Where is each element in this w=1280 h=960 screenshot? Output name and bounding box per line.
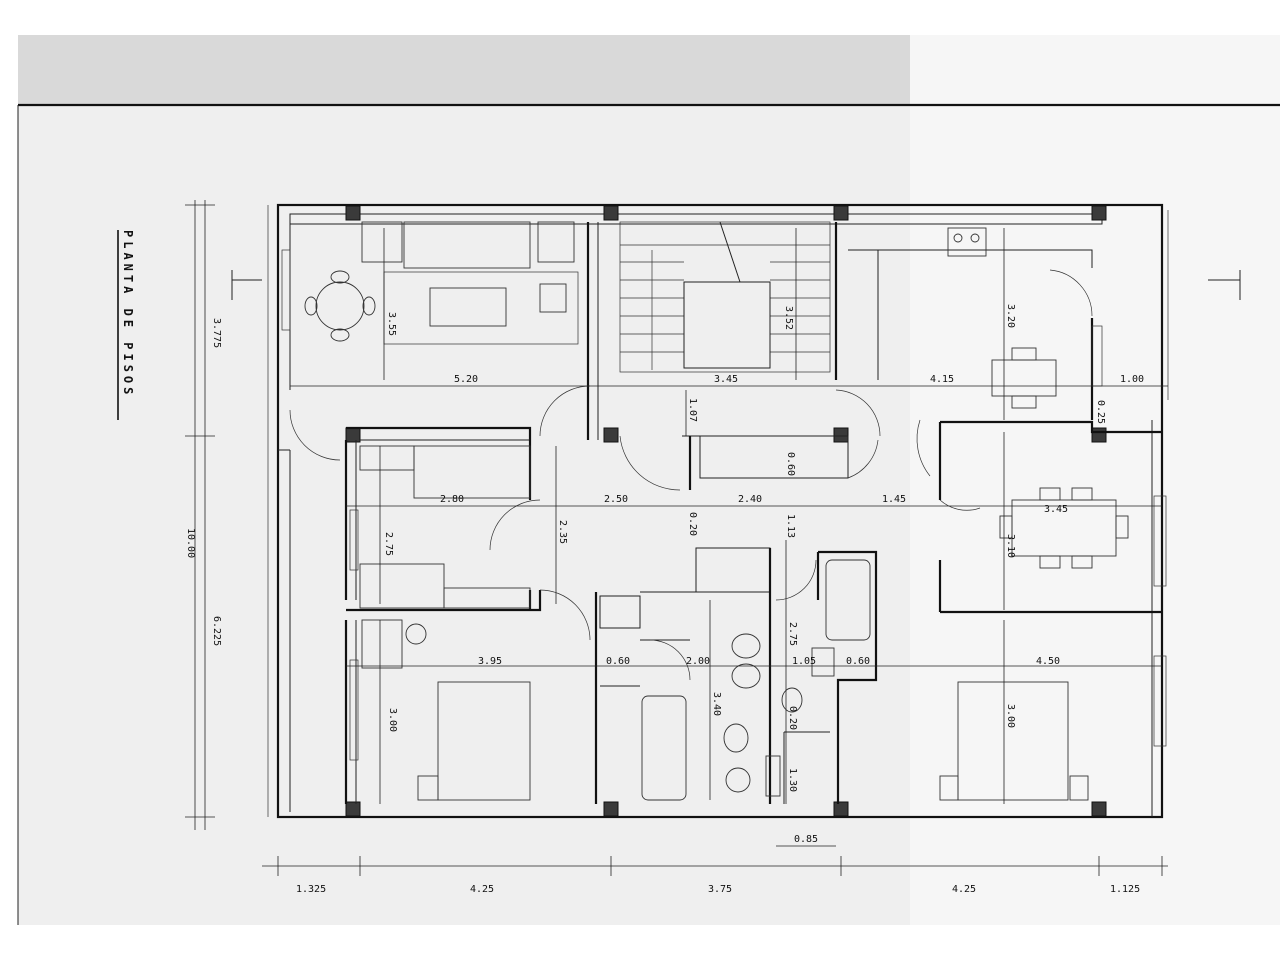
- dim-bath-d: 0.60: [846, 656, 870, 667]
- dim-bath-g: 1.30: [787, 768, 798, 792]
- dim-corr-a: 2.50: [604, 494, 628, 505]
- dim-bath-b: 2.00: [686, 656, 710, 667]
- dim-left-total: 10.00: [185, 528, 196, 558]
- dim-corr-d: 0.20: [687, 512, 698, 536]
- dim-bed3-w: 4.50: [1036, 656, 1060, 667]
- plan-title: PLANTA DE PISOS: [117, 230, 135, 420]
- dim-bottom-5: 1.125: [1110, 884, 1140, 895]
- dim-bath-c: 1.05: [792, 656, 816, 667]
- dimension-labels: 3.775 10.00 6.225 1.325 4.25 3.75 4.25 1…: [185, 304, 1144, 895]
- dim-bath-a: 0.60: [606, 656, 630, 667]
- dim-kitchen-w: 4.15: [930, 374, 954, 385]
- dim-corr-e: 1.13: [785, 514, 796, 538]
- door-swings: [289, 269, 1093, 681]
- outer-walls: [267, 203, 1169, 819]
- dim-bed2-w: 3.95: [478, 656, 502, 667]
- dim-dining-w: 3.45: [1044, 504, 1068, 515]
- dim-kitchen-h: 3.20: [1005, 304, 1016, 328]
- dim-bath-f: 0.20: [787, 706, 798, 730]
- dim-bottom-4: 4.25: [952, 884, 976, 895]
- staircase: [619, 221, 831, 373]
- section-marker-right: [1208, 270, 1241, 300]
- dim-bed1-h: 2.75: [383, 532, 394, 556]
- dim-corr-b: 2.40: [738, 494, 762, 505]
- dim-left-1: 3.775: [211, 318, 222, 348]
- dim-bottom-3: 3.75: [708, 884, 732, 895]
- dim-bottom-1: 1.325: [296, 884, 326, 895]
- dimension-lines: [185, 200, 1168, 876]
- dim-left-2: 6.225: [211, 616, 222, 646]
- dim-stair-w: 3.45: [714, 374, 738, 385]
- dim-corr-h: 2.35: [557, 520, 568, 544]
- dim-living-h: 3.55: [386, 312, 397, 336]
- dim-hall-a: 1.07: [687, 398, 698, 422]
- dim-bottom-2: 4.25: [470, 884, 494, 895]
- dim-bath-h: 2.75: [787, 622, 798, 646]
- dim-stair-h: 3.52: [783, 306, 794, 330]
- dim-bed3-h: 3.00: [1005, 704, 1016, 728]
- dim-kitchen-side: 1.00: [1120, 374, 1144, 385]
- dim-bed2-h: 3.00: [387, 708, 398, 732]
- dim-dining-h: 3.10: [1005, 534, 1016, 558]
- dim-bottom-small: 0.85: [794, 834, 818, 845]
- dim-hall-b: 0.60: [785, 452, 796, 476]
- section-marker-left: [231, 270, 262, 300]
- dim-bath-e: 3.40: [711, 692, 722, 716]
- dim-corr-c: 1.45: [882, 494, 906, 505]
- dim-kitchen-small: 0.25: [1095, 400, 1106, 424]
- plan-title-text: PLANTA DE PISOS: [121, 230, 135, 398]
- dim-bed1-w: 2.80: [440, 494, 464, 505]
- dim-living-w: 5.20: [454, 374, 478, 385]
